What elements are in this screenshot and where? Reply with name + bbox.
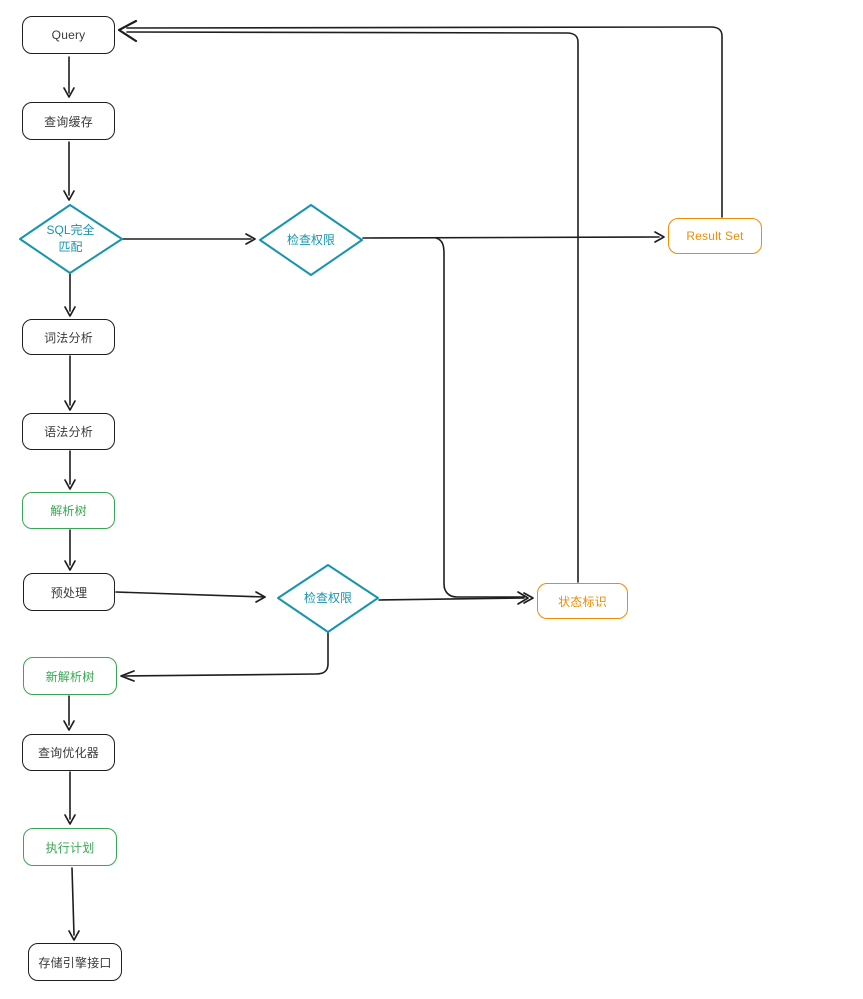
node-syntax-analysis[interactable]: 语法分析 [22,413,115,450]
node-storage-engine-interface[interactable]: 存储引擎接口 [28,943,122,981]
node-status-flag-label: 状态标识 [558,594,607,609]
node-query[interactable]: Query [22,16,115,54]
edge-preprocess-to-check-permission-2 [115,591,266,603]
edge-execution-plan-to-storage-engine-interface [68,867,80,941]
node-syntax-analysis-label: 语法分析 [44,425,93,439]
node-lexical-analysis[interactable]: 词法分析 [22,319,115,355]
edge-check-permission-1-to-status-flag [435,237,525,598]
edge-result-set-to-query [126,26,723,218]
node-query-cache[interactable]: 查询缓存 [22,102,115,140]
node-check-permission-1-shape[interactable] [259,204,363,276]
edge-new-parse-tree-to-query-optimizer [63,695,75,731]
node-result-set-label: Result Set [686,229,744,243]
edge-check-permission-2-to-status-flag [378,591,534,605]
node-query-optimizer[interactable]: 查询优化器 [22,734,115,771]
edge-query-to-query-cache [63,56,75,98]
node-parse-tree[interactable]: 解析树 [22,492,115,529]
edge-query-optimizer-to-execution-plan [64,771,76,825]
node-parse-tree-label: 解析树 [50,504,87,518]
node-lexical-analysis-label: 词法分析 [44,330,93,345]
node-check-permission-1-label: 检查权限 [286,232,335,247]
edge-lexical-analysis-to-syntax-analysis [64,355,76,411]
node-check-permission-2-label: 检查权限 [303,591,352,606]
edge-query-cache-to-sql-exact-match [63,141,75,201]
edge-syntax-analysis-to-parse-tree [64,450,76,490]
node-query-optimizer-label: 查询优化器 [37,746,99,760]
edge-sql-exact-match-to-lexical-analysis [64,273,76,317]
node-execution-plan[interactable]: 执行计划 [23,828,117,866]
node-new-parse-tree[interactable]: 新解析树 [23,657,117,695]
edge-parse-tree-to-preprocess [64,529,76,571]
node-query-label: Query [51,28,86,42]
node-query-cache-label: 查询缓存 [44,114,93,129]
node-check-permission-2-shape[interactable] [277,564,379,633]
node-result-set[interactable]: Result Set [668,218,762,254]
edge-status-flag-to-query [117,19,579,583]
node-status-flag[interactable]: 状态标识 [537,583,628,619]
node-new-parse-tree-label: 新解析树 [45,669,95,684]
edge-sql-exact-match-to-check-permission-1 [122,233,256,245]
node-preprocess-label: 预处理 [50,585,88,600]
node-sql-exact-match-shape[interactable] [19,204,123,274]
node-execution-plan-label: 执行计划 [45,840,95,855]
edge-check-permission-1-to-result-set [362,231,665,243]
node-storage-engine-interface-label: 存储引擎接口 [38,955,112,970]
edge-check-permission-2-to-new-parse-tree [120,632,329,682]
node-sql-exact-match-label: SQL完全 匹配 [46,223,95,254]
node-preprocess[interactable]: 预处理 [23,573,115,611]
